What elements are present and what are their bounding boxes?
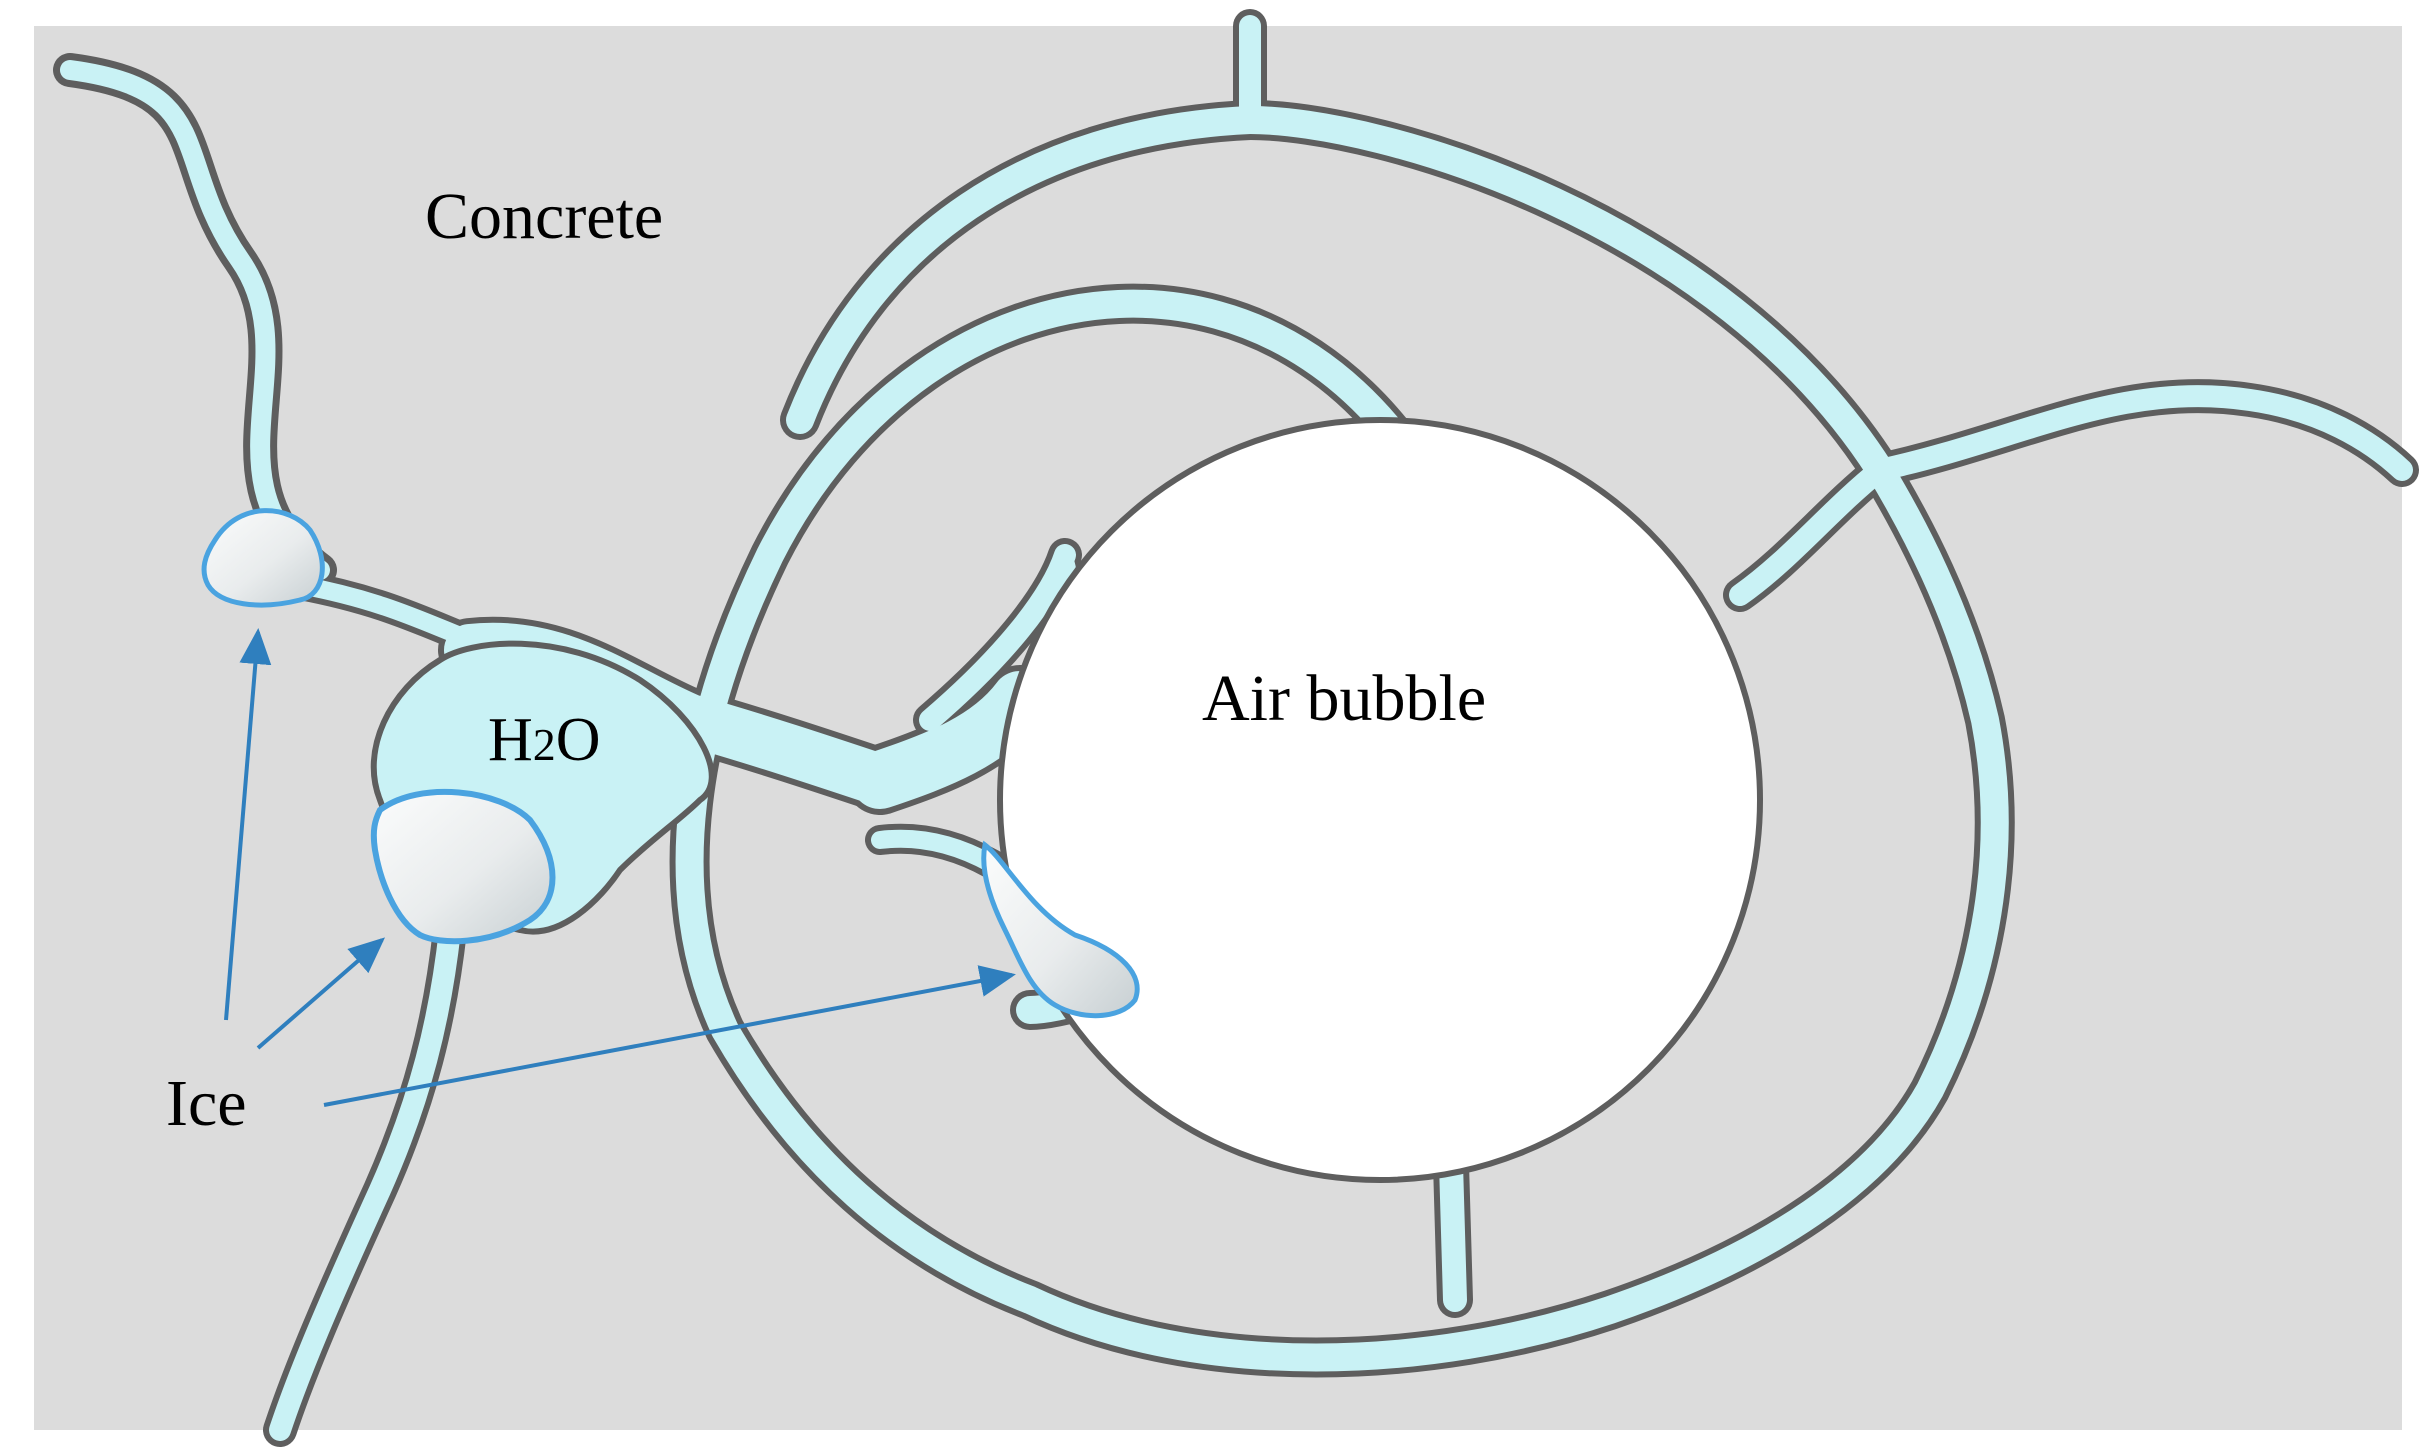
ice-crystal-top [201,508,325,608]
ice-arrow-bubble [323,965,1016,1107]
water-label-o: O [556,706,601,774]
ice-arrow-top [224,628,272,1021]
ice-crystal-bubble [981,840,1140,1019]
concrete-label: Concrete [425,180,663,253]
air-bubble-label: Air bubble [1202,662,1486,735]
pore-network [53,9,2419,1447]
water-label: H2O [488,706,601,774]
water-label-h: H [488,706,533,774]
ice-arrows [224,628,1016,1107]
water-label-subscript: 2 [533,719,556,770]
air-bubble [997,417,1763,1183]
ice-arrow-middle [256,937,386,1050]
ice-label: Ice [166,1067,247,1140]
ice-crystal-middle [370,788,556,945]
ice-crystals [201,508,1140,1019]
